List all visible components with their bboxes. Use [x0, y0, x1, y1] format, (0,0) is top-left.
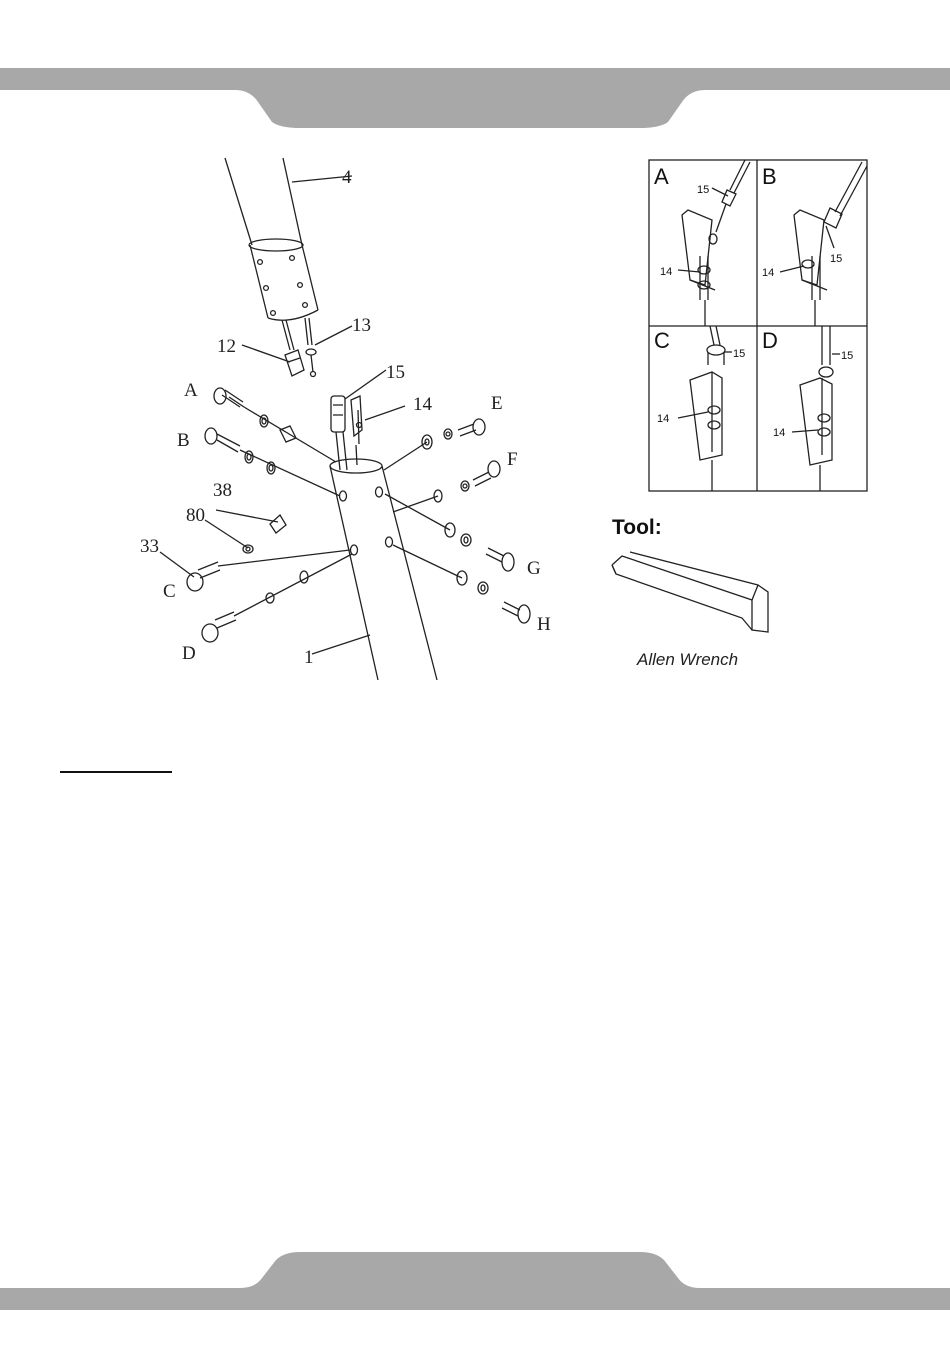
- connector-part-12: [285, 350, 304, 376]
- plug-part-15: [331, 396, 345, 432]
- panel-B-label-15: 15: [830, 253, 842, 265]
- label-pos-B: B: [177, 430, 190, 451]
- upper-tube-part-4: [225, 158, 302, 245]
- panel-A-label-14: 14: [660, 266, 672, 278]
- label-pos-E: E: [491, 393, 503, 414]
- panel-C-letter: C: [654, 328, 670, 353]
- section-underline: [60, 771, 172, 773]
- panel-B-label-14: 14: [762, 267, 774, 279]
- label-part-13: 13: [352, 315, 371, 336]
- label-pos-H: H: [537, 614, 551, 635]
- panel-C-label-14: 14: [657, 413, 669, 425]
- panel-A-label-15: 15: [697, 184, 709, 196]
- panel-D-label-14: 14: [773, 427, 785, 439]
- panel-B-letter: B: [762, 164, 777, 189]
- label-part-33: 33: [140, 536, 159, 557]
- label-pos-G: G: [527, 558, 541, 579]
- panel-A-letter: A: [654, 164, 669, 189]
- label-part-12: 12: [217, 336, 236, 357]
- panel-D-label-15: 15: [841, 350, 853, 362]
- label-part-14: 14: [413, 394, 433, 415]
- label-pos-A: A: [184, 380, 198, 401]
- header-band: [0, 60, 950, 140]
- panel-D-letter: D: [762, 328, 778, 353]
- label-pos-C: C: [163, 581, 176, 602]
- label-pos-F: F: [507, 449, 518, 470]
- tool-caption: Allen Wrench: [637, 650, 738, 670]
- lower-tube-part-1: [330, 466, 437, 680]
- label-part-1: 1: [304, 647, 314, 668]
- label-part-38: 38: [213, 480, 232, 501]
- label-part-15: 15: [386, 362, 405, 383]
- label-pos-D: D: [182, 643, 196, 664]
- tool-title: Tool:: [612, 516, 662, 540]
- label-part-4: 4: [342, 167, 352, 188]
- bracket-part-14: [351, 396, 362, 436]
- footer-band: [0, 1240, 950, 1320]
- label-part-80: 80: [186, 505, 205, 526]
- panel-C-label-15: 15: [733, 348, 745, 360]
